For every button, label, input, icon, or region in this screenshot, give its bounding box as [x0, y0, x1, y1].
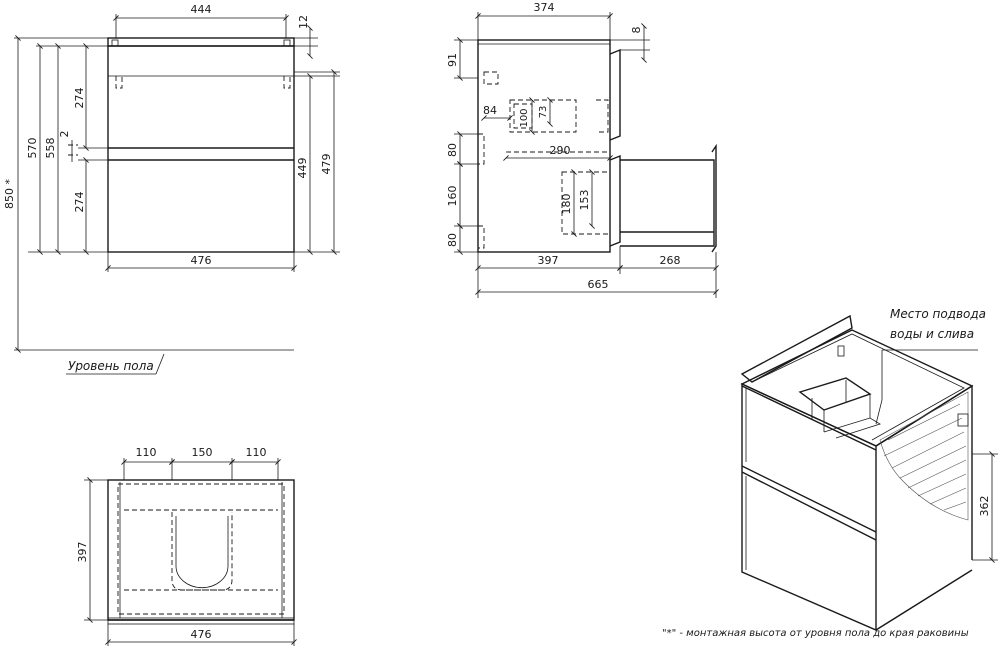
dim-110-left: 110 [136, 446, 157, 459]
dim-80-upper: 80 [446, 143, 459, 157]
footnote: "*" - монтажная высота от уровня пола до… [662, 628, 969, 639]
dim-180: 180 [560, 194, 573, 215]
dim-12: 12 [297, 15, 310, 29]
dim-84: 84 [483, 104, 497, 117]
water-supply-label-1: Место подвода [890, 307, 986, 321]
front-view: 444 12 850 * 570 558 274 274 2 449 [3, 3, 340, 375]
side-view: 374 8 91 84 100 73 80 290 160 180 [446, 1, 719, 298]
dim-160: 160 [446, 186, 459, 207]
dim-476-front: 476 [191, 254, 212, 267]
dim-110-right: 110 [246, 446, 267, 459]
dim-274-top: 274 [73, 88, 86, 109]
dim-476-top: 476 [191, 628, 212, 641]
dim-479: 479 [320, 154, 333, 175]
dim-374: 374 [534, 1, 555, 14]
dim-150: 150 [192, 446, 213, 459]
dim-91: 91 [446, 53, 459, 67]
dim-2: 2 [58, 131, 71, 138]
dim-274-bottom: 274 [73, 192, 86, 213]
dim-362: 362 [978, 496, 991, 517]
dim-444: 444 [191, 3, 212, 16]
front-top-panel [107, 37, 295, 47]
iso-top [740, 329, 974, 447]
dim-570: 570 [26, 138, 39, 159]
dim-397-side: 397 [538, 254, 559, 267]
dim-73: 73 [538, 106, 549, 119]
top-view: 110 150 110 397 476 [76, 446, 297, 646]
dim-8: 8 [630, 27, 643, 34]
side-cabinet-body [477, 39, 611, 253]
water-supply-label-2: воды и слива [890, 327, 974, 341]
isometric-view: Место подвода воды и слива 362 "*" - мон… [662, 307, 998, 639]
dim-268: 268 [660, 254, 681, 267]
front-cabinet-body [107, 45, 295, 253]
floor-level-label: Уровень пола [68, 359, 154, 373]
dim-290: 290 [550, 144, 571, 157]
dim-665: 665 [588, 278, 609, 291]
dim-850: 850 * [3, 179, 16, 209]
dim-449: 449 [296, 158, 309, 179]
dim-558: 558 [44, 138, 57, 159]
iso-front-face [741, 382, 877, 632]
dim-397-top: 397 [76, 542, 89, 563]
dim-80-lower: 80 [446, 233, 459, 247]
dim-153: 153 [578, 190, 591, 211]
dim-100: 100 [519, 108, 530, 127]
top-cabinet-outline [107, 479, 295, 621]
